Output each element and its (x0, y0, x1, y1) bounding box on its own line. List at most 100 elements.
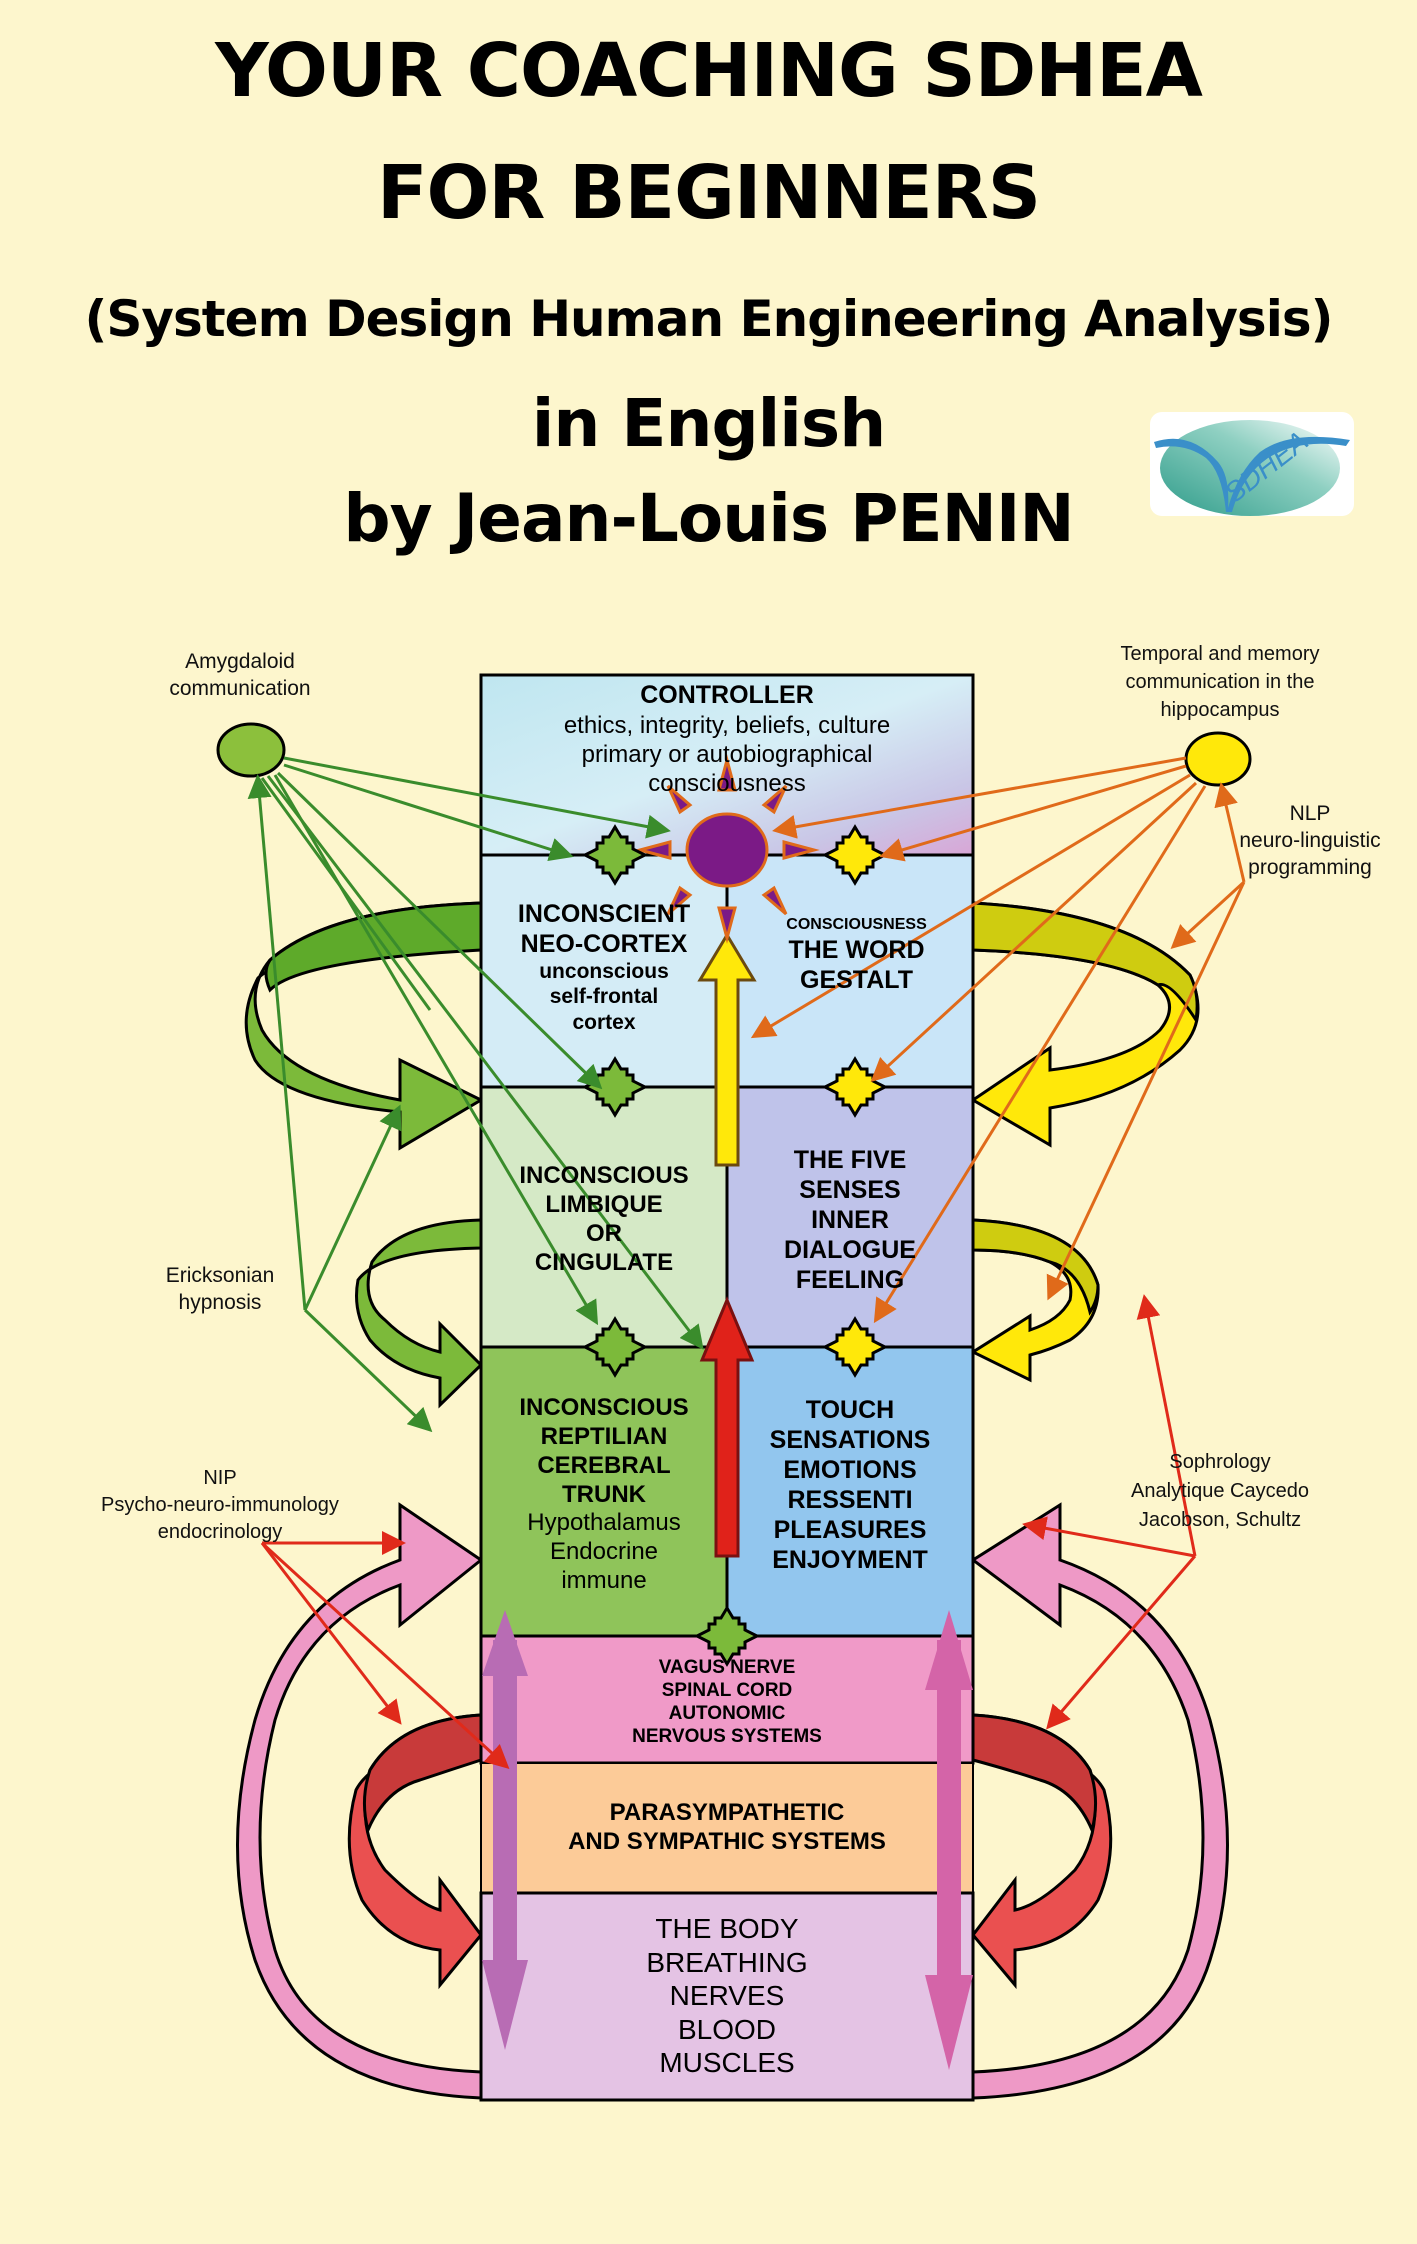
label-line: hippocampus (1160, 699, 1280, 721)
sun-icon (634, 754, 820, 944)
label-line: Sophrology (1169, 1451, 1271, 1473)
cell-line: INCONSCIOUS (519, 1162, 689, 1190)
cell-line: SPINAL CORD (661, 1680, 793, 1702)
cell-line: OR (586, 1220, 622, 1247)
amygdaloid-label: Amygdaloid communication (130, 648, 350, 702)
label-line: Psycho-neuro-immunology (101, 1494, 339, 1516)
cell-line: NEO-CORTEX (520, 930, 688, 959)
cell-line: BLOOD (677, 2013, 777, 2045)
amygdaloid-connectors (260, 756, 704, 1350)
cell-line: TOUCH (805, 1396, 895, 1424)
sdhea-logo: SDHEA (1150, 412, 1354, 516)
cell-line: RESSENTI (787, 1486, 913, 1514)
neocortex-text: INCONSCIENT NEO-CORTEX unconscious self-… (481, 882, 727, 1052)
label-line: communication (169, 677, 311, 700)
red-up-arrow (699, 1296, 755, 1558)
cell-line: REPTILIAN (540, 1423, 668, 1450)
title-line-1: YOUR COACHING SDHEA (215, 28, 1203, 114)
right-purple-double-arrow (925, 1610, 973, 2070)
controller-text: CONTROLLER ethics, integrity, beliefs, c… (481, 680, 973, 800)
cell-line: INNER (811, 1206, 889, 1234)
title-line-2: FOR BEGINNERS (376, 150, 1041, 236)
cell-line: Hypothalamus (527, 1509, 681, 1537)
cell-line: FEELING (795, 1266, 905, 1294)
cell-line: ENJOYMENT (772, 1546, 928, 1574)
label-line: Amygdaloid (185, 650, 295, 673)
cell-line: VAGUS NERVE (658, 1657, 796, 1679)
label-line: hypnosis (178, 1291, 262, 1314)
consciousness-text: CONSCIOUSNESS THE WORD GESTALT (740, 905, 973, 1005)
temporal-label: Temporal and memory communication in the… (1070, 640, 1370, 724)
label-line: neuro-linguistic (1239, 829, 1381, 852)
five-senses-box (725, 1085, 975, 1349)
label-line: endocrinology (157, 1521, 283, 1543)
sophrology-label: Sophrology Analytique Caycedo Jacobson, … (1100, 1448, 1340, 1535)
label-line: communication in the (1125, 671, 1315, 693)
five-senses-text: THE FIVE SENSES INNER DIALOGUE FEELING (727, 1140, 973, 1300)
cell-line: SENSES (799, 1176, 901, 1204)
amygdaloid-node (216, 722, 286, 778)
cell-line: THE WORD (788, 935, 925, 964)
cell-line: PARASYMPATHETIC (609, 1799, 845, 1827)
label-line: programming (1248, 856, 1372, 879)
cell-line: LIMBIQUE (545, 1191, 663, 1219)
cell-line: self-frontal (549, 985, 659, 1009)
cell-line: DIALOGUE (784, 1236, 916, 1264)
cell-line: unconscious (539, 960, 669, 984)
cell-line: PLEASURES (773, 1516, 927, 1544)
nip-connectors (260, 1531, 510, 1770)
four-way-arrow-icon (581, 1056, 649, 1118)
controller-line: primary or autobiographical (581, 740, 873, 768)
body-box (479, 1891, 975, 2102)
hippocampus-node (1184, 731, 1252, 787)
cell-line: GESTALT (800, 965, 913, 994)
cell-line: INCONSCIOUS (519, 1394, 689, 1422)
cell-line: THE FIVE (793, 1146, 907, 1174)
cell-line: THE BODY (655, 1913, 799, 1945)
left-green-swirl-lower (355, 1218, 484, 1409)
parasympathetic-text: PARASYMPATHETIC AND SYMPATHIC SYSTEMS (520, 1790, 934, 1866)
cell-line: MUSCLES (659, 2047, 795, 2079)
label-line: Ericksonian (165, 1264, 275, 1287)
right-pink-arc (970, 1502, 1229, 2100)
body-text: THE BODY BREATHING NERVES BLOOD MUSCLES (520, 1900, 934, 2092)
cell-line: Endocrine (549, 1538, 659, 1566)
cell-line: AND SYMPATHIC SYSTEMS (568, 1828, 886, 1855)
subtitle: (System Design Human Engineering Analysi… (84, 290, 1334, 348)
cell-line: INCONSCIENT (517, 900, 691, 929)
left-pink-arc (236, 1502, 484, 2100)
four-way-arrow-icon (821, 1056, 889, 1118)
vagus-text: VAGUS NERVE SPINAL CORD AUTONOMIC NERVOU… (520, 1650, 934, 1756)
four-way-arrow-icon (821, 824, 889, 886)
four-way-arrow-icon (693, 1605, 761, 1667)
controller-line: ethics, integrity, beliefs, culture (563, 712, 891, 739)
cell-line: NERVOUS SYSTEMS (632, 1725, 822, 1747)
cell-line: AUTONOMIC (668, 1703, 786, 1724)
reptilian-text: INCONSCIOUS REPTILIAN CEREBRAL TRUNK Hyp… (481, 1380, 727, 1610)
parasympathetic-box (480, 1762, 974, 1894)
label-line: NIP (203, 1467, 237, 1489)
ericksonian-label: Ericksonian hypnosis (120, 1262, 320, 1316)
cell-line: cortex (572, 1010, 636, 1034)
cell-line: CONSCIOUSNESS (786, 916, 927, 934)
author-line: by Jean-Louis PENIN (343, 480, 1074, 557)
touch-text: TOUCH SENSATIONS EMOTIONS RESSENTI PLEAS… (727, 1390, 973, 1580)
nlp-connectors (1046, 782, 1246, 1301)
four-way-arrow-icon (581, 1316, 649, 1378)
language-line: in English (531, 385, 886, 462)
nip-label: NIP Psycho-neuro-immunology endocrinolog… (70, 1465, 370, 1546)
yellow-up-arrow (697, 932, 757, 1167)
cell-line: CEREBRAL (537, 1451, 671, 1479)
cell-line: NERVES (669, 1980, 785, 2012)
sophrology-connectors (1022, 1294, 1197, 1730)
nlp-label: NLP neuro-linguistic programming (1215, 800, 1405, 881)
cell-line: CINGULATE (534, 1248, 674, 1276)
cell-line: immune (561, 1566, 647, 1594)
four-way-arrow-icon (581, 824, 649, 886)
cell-line: BREATHING (646, 1946, 808, 1978)
left-purple-double-arrow (482, 1610, 528, 2050)
limbique-text: INCONSCIOUS LIMBIQUE OR CINGULATE (481, 1150, 727, 1290)
four-way-arrow-icon (821, 1316, 889, 1378)
cell-line: TRUNK (562, 1480, 646, 1508)
